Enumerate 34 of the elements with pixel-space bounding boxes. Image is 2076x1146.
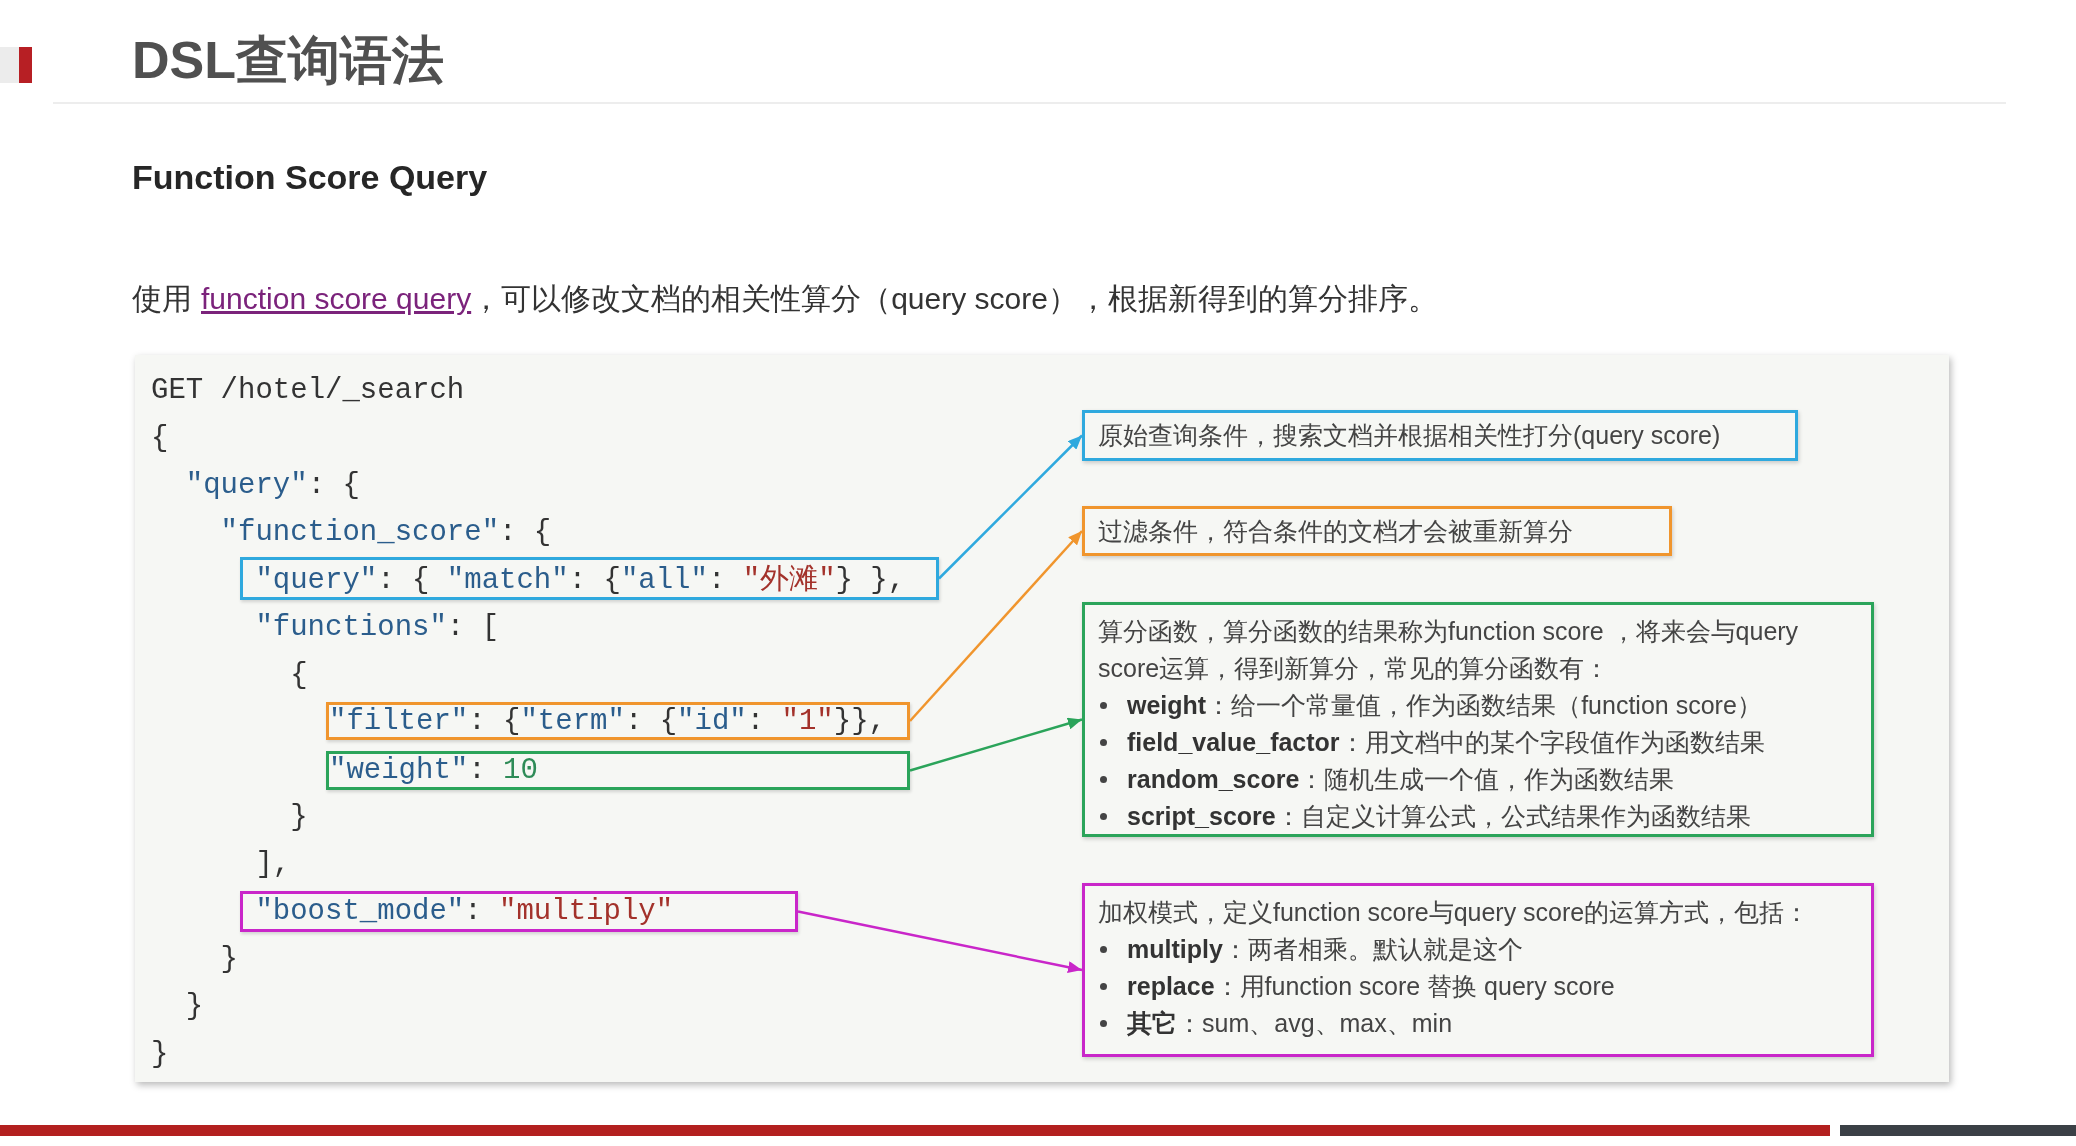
list-item: multiply：两者相乘。默认就是这个 [1127, 934, 1523, 965]
code-line: } [220, 941, 238, 978]
code-panel [135, 355, 1949, 1082]
callout-text: 算分函数，算分函数的结果称为function score ，将来会与query score运算，得到新算分，常见的算分函数有： [1098, 616, 1800, 684]
code-line: } [290, 799, 308, 836]
callout-box [1082, 506, 1672, 556]
callout-text: 加权模式，定义function score与query score的运算方式，包括： [1098, 897, 1811, 928]
callout-text: 过滤条件，符合条件的文档才会被重新算分 [1098, 515, 1574, 547]
code-line: ], [255, 847, 291, 884]
callout-box [1082, 883, 1874, 1057]
code-line: { [151, 420, 169, 457]
callout-box [1082, 410, 1798, 461]
arrow [938, 434, 1083, 580]
code-line: "query": { [185, 467, 360, 504]
section-heading: Function Score Query [132, 157, 488, 197]
code-line: { [290, 657, 308, 694]
list-item: weight：给一个常量值，作为函数结果（function score） [1127, 690, 1762, 721]
callout-text: 原始查询条件，搜索文档并根据相关性打分(query score) [1098, 420, 1722, 451]
list-item: script_score：自定义计算公式，公式结果作为函数结果 [1127, 801, 1751, 832]
callout-box [1082, 602, 1874, 837]
link: function score query [201, 282, 472, 315]
list-item: replace：用function score 替换 query score [1127, 971, 1615, 1002]
arrow [797, 910, 1083, 974]
code-line: } [185, 989, 204, 1026]
intro-sentence: 使用 function score query，可以修改文档的相关性算分（query score），根据新得到的算分排序。 [132, 281, 1438, 317]
code-line: } [151, 1036, 169, 1073]
slide-title: DSL查询语法 [132, 30, 444, 90]
code-line: "functions": [ [255, 610, 500, 647]
code-line: GET /hotel/_search [151, 373, 465, 410]
arrow [909, 717, 1083, 772]
list-item: 其它：sum、avg、max、min [1127, 1008, 1453, 1039]
code-line: "function_score": { [220, 515, 552, 552]
list-item: field_value_factor：用文档中的某个字段值作为函数结果 [1127, 727, 1765, 758]
list-item: random_score：随机生成一个值，作为函数结果 [1127, 764, 1675, 795]
